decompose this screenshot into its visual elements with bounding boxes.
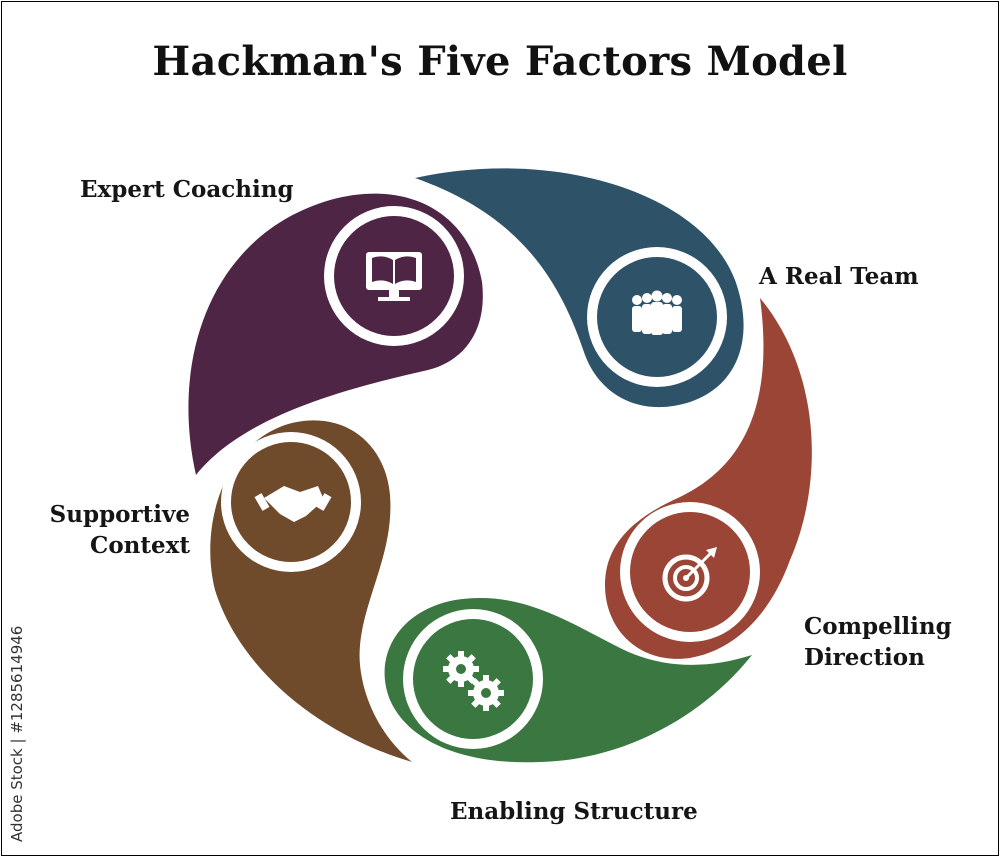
gear-tooth — [458, 651, 464, 659]
label-line: Enabling Structure — [450, 798, 698, 825]
diagram-title: Hackman's Five Factors Model — [152, 38, 848, 85]
gear-tooth — [446, 654, 457, 665]
label-expert-coaching: Expert Coaching — [80, 174, 294, 205]
gears-icon — [443, 651, 504, 711]
label-line: Context — [90, 532, 190, 559]
gear-tooth — [446, 673, 457, 684]
gear-tooth — [443, 666, 451, 672]
gear-tooth — [471, 666, 479, 672]
label-compelling-direction: Compelling Direction — [804, 611, 952, 673]
label-supportive-context: Supportive Context — [40, 499, 190, 561]
label-line: Supportive — [49, 501, 190, 528]
gear-tooth — [483, 675, 489, 683]
target-arrow-icon — [662, 547, 717, 602]
gear-tooth — [483, 703, 489, 711]
gear-tooth — [490, 697, 501, 708]
label-line: Expert Coaching — [80, 176, 294, 203]
gear-tooth — [458, 679, 464, 687]
watermark-text: Adobe Stock | #1285614946 — [8, 625, 26, 842]
team-people-icon — [632, 290, 682, 335]
gear-tooth — [471, 697, 482, 708]
gear-tooth — [468, 690, 476, 696]
label-line: Compelling — [804, 613, 952, 640]
gear-tooth — [490, 678, 501, 689]
handshake-icon — [254, 486, 332, 522]
label-enabling-structure: Enabling Structure — [450, 796, 698, 827]
gear-tooth — [465, 654, 476, 665]
label-line: Direction — [804, 644, 925, 671]
label-a-real-team: A Real Team — [759, 261, 919, 292]
label-line: A Real Team — [759, 263, 919, 290]
stock-watermark: Adobe Stock | #1285614946 — [6, 610, 30, 842]
monitor-book-icon — [366, 252, 422, 301]
gear-tooth — [471, 678, 482, 689]
gear-tooth — [496, 690, 504, 696]
